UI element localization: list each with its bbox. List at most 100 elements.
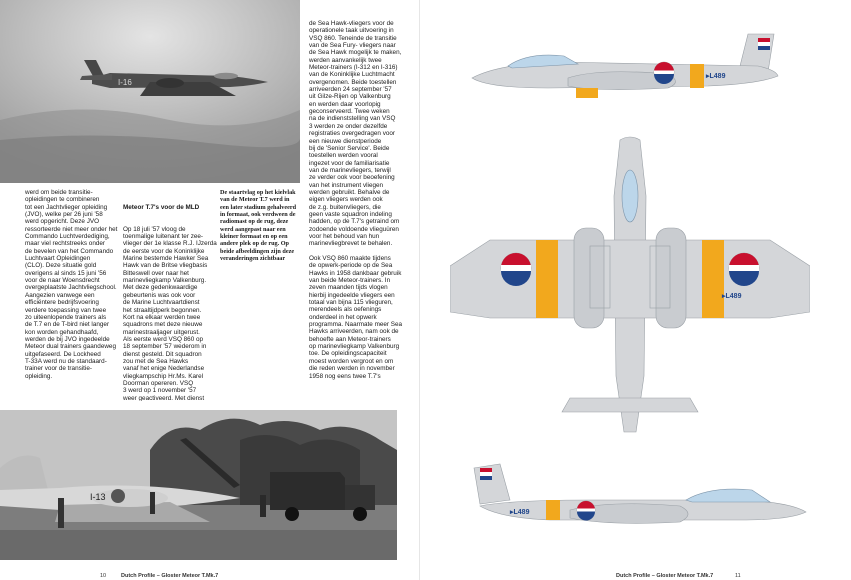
text-line: (JVO), welke per 26 juni '58 [25, 211, 103, 219]
text-line: maar viel rechtstreeks onder [25, 240, 106, 248]
photo-meteor-on-ground-art: I-13 [0, 410, 397, 560]
text-line: Marine bestemde Hawker Sea [123, 255, 209, 263]
text-line: programma. Naarmate meer Sea [309, 321, 403, 329]
text-line: vliegkampschip Hr.Ms. Karel [123, 372, 204, 380]
text-line: een nieuwe dienstperiode [309, 137, 382, 145]
text-line: Op 18 juli '57 vloog de [123, 225, 186, 233]
text-line: VSQ 860. Teneinde de transitie [309, 34, 397, 42]
text-line: overigens al sinds 15 juni '56 [25, 269, 107, 277]
text-line: Meteor dual trainers gaandeweg [25, 343, 116, 351]
text-line: voor de naar Woensdrecht [25, 277, 100, 285]
text-line: voor het behoud van hun [309, 232, 380, 240]
page-gutter [419, 0, 420, 580]
text-line: werd om beide transitie- [25, 189, 93, 196]
text-line: Ook VSQ 860 maakte tijdens [309, 255, 391, 262]
text-line: overgeplaatste Jachtvliegschool. [25, 284, 117, 292]
text-line: zo uiteenlopende trainers als [25, 313, 107, 321]
text-line: die reden werden in november [309, 365, 395, 373]
text-line: T-33A werd nu de standaard- [25, 357, 107, 365]
profile-side-view-bottom-art: ▸L489 [473, 463, 807, 524]
text-column-2: Meteor T.7's voor de MLD Op 18 juli '57 … [123, 189, 223, 401]
text-line: Kort na elkaar werden twee [123, 313, 201, 321]
text-line: Hawks arriveerden, nam ook de [309, 328, 399, 336]
text-line: uit Gilze-Rijen op Valkenburg [309, 93, 391, 101]
text-line: hadden, op de T.7's getraind om [309, 218, 400, 226]
text-line [309, 248, 427, 255]
text-line: het straaltijdperk begonnen. [123, 306, 202, 314]
text-line: en werden daar voorlopig [309, 100, 381, 108]
text-line: zodoende voldoende vlieguüren [309, 225, 399, 233]
text-line: trainer voor de transitie- [25, 365, 92, 373]
caption-line: in formaat, ook verdween de [220, 211, 296, 219]
text-line: toe. De opleidingscapaciteit [309, 350, 387, 358]
text-line: Hawk van de Britse vliegbasis [123, 262, 208, 270]
profile-side-view-bottom: ▸L489 [470, 462, 810, 532]
caption-line: radiomast op de rug, deze [220, 218, 289, 226]
text-line: van de Sea Fury- vliegers naar [309, 42, 396, 50]
text-line: werden aanvankelijk twee [309, 56, 382, 64]
footer-title-left-text: Dutch Profile – Gloster Meteor T.Mk.7 [121, 573, 219, 579]
photo-meteor-in-flight-art: I-16 [0, 0, 300, 183]
text-line: hierbij ingedeelde vliegers een [309, 291, 395, 299]
text-line: 18 september '57 wederom in [123, 343, 207, 351]
section-heading-meteor-mld: Meteor T.7's voor de MLD [123, 203, 200, 211]
text-line: de z.g. buitenvliegers, die [309, 203, 381, 211]
text-line: marinestraaljager uitgerust. [123, 328, 200, 336]
text-line: toestellen werden vooral [309, 152, 378, 160]
text-line: werd opgericht. Deze JVO [25, 218, 100, 226]
text-line: totaal van bijna 115 vlieguren, [309, 299, 393, 307]
text-column-1: werd om beide transitie-opleidingen te c… [25, 189, 125, 401]
text-line: de Marine Luchtvaartdienst [123, 299, 200, 307]
text-line: 3 werd op 1 november '57 [123, 387, 197, 395]
photo-bottom-code: I-13 [90, 492, 106, 502]
profile-side-view-top-art: ▸L489 [471, 33, 779, 98]
footer-title-right-text: Dutch Profile – Gloster Meteor T.Mk.7 [616, 573, 714, 579]
text-line: Luchtvaart Opleidingen [25, 255, 91, 263]
text-line: Hawks in 1958 dankbaar gebruik [309, 269, 402, 277]
text-line: 3 werden ze onder dezelfde [309, 122, 388, 130]
text-line: gebeurtenis was ook voor [123, 291, 196, 299]
plan-view-top-down-art: ▸L489 [449, 136, 811, 433]
text-line: arriveerden 24 september '57 [309, 86, 392, 94]
text-line: Aangezien vanwege een [25, 291, 95, 299]
text-line: moest worden vergroot en om [309, 357, 394, 365]
text-line: bij de 'Senior Service'. Beide [309, 144, 390, 152]
caption-line: veranderingen zichtbaar [220, 255, 286, 263]
text-line: onderdeel in het opwerk [309, 313, 377, 321]
text-line: marinevliegkamp Valkenburg. [123, 277, 207, 285]
text-line: de Sea Hawk mogelijk te maken, [309, 49, 402, 57]
text-line: Als eerste werd VSQ 860 op [123, 335, 204, 343]
page-number-left: 10 [100, 573, 107, 579]
text-line: Meteor-trainers (I-312 en I-316) [309, 64, 398, 72]
text-line: weer geactiveerd. Met dienst [123, 394, 205, 401]
profile-side-view-top: ▸L489 [468, 28, 788, 104]
text-line: efficiëntere bedrijfsvoering [25, 299, 99, 307]
text-line: marinevliegbrevet te behalen. [309, 240, 393, 248]
text-line: van de marinevliegers, terwijl [309, 166, 391, 174]
text-line: Bitteswell over naar het [123, 269, 189, 277]
text-line: de eerste voor de Koninklijke [123, 247, 205, 255]
text-line: Doorman opereren. VSQ [123, 379, 194, 387]
text-line: ressorteerde niet meer onder het [25, 225, 118, 233]
text-line: ze verder ook voor beoefening [309, 174, 395, 182]
profile-bottom-code: ▸L489 [509, 509, 530, 516]
photo-meteor-on-ground: I-13 [0, 410, 397, 560]
text-line: vlieger der 1e klasse R.J. IJzerda [123, 240, 217, 248]
text-line: 1958 nog eens twee T.7's [309, 372, 381, 380]
text-line: de opwerk-periode op de Sea [309, 262, 393, 270]
photo-meteor-in-flight: I-16 [0, 0, 300, 183]
text-line: ingezet voor de familiarisatie [309, 159, 390, 167]
text-line: opleiding. [25, 372, 53, 380]
text-line: van beide Meteor-trainers. In [309, 277, 391, 285]
text-line: uitgefaseerd. De Lockheed [25, 350, 101, 358]
text-line: vanaf het enige Nederlandse [123, 365, 205, 373]
text-line: operationele taak uitvoering in [309, 27, 394, 35]
text-line: (CLO). Deze situatie gold [25, 262, 97, 270]
page-number-right: 11 [735, 573, 741, 579]
text-line: werden de bij JVO ingedeelde [25, 335, 110, 343]
text-line: van het instrument vliegen [309, 181, 384, 189]
text-line: opleidingen te combineren [25, 196, 100, 204]
text-line: zeven maanden tijds vlogen [309, 284, 388, 292]
text-line: merendeels als oefenings [309, 306, 382, 314]
